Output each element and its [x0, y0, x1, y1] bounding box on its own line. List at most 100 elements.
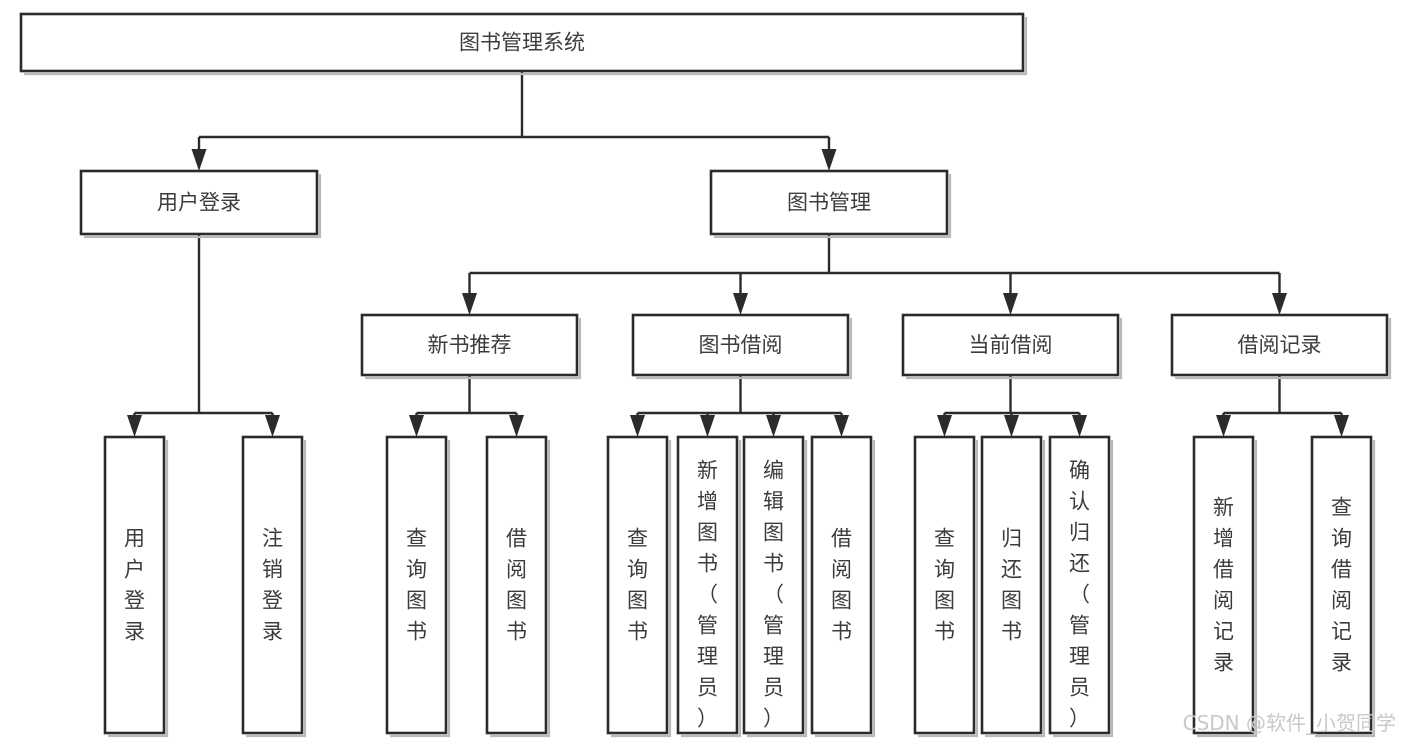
arrow-head-icon — [265, 415, 280, 437]
node-box[interactable] — [676, 435, 739, 735]
connector-layer — [127, 71, 1349, 437]
node-cb-return-book[interactable]: 归还图书 — [980, 435, 1046, 738]
arrow-head-icon — [1334, 415, 1349, 437]
node-nbr-borrow-book[interactable]: 借阅图书 — [485, 435, 551, 738]
node-label: 查询图书 — [406, 526, 427, 643]
node-root[interactable]: 图书管理系统 — [19, 12, 1028, 76]
arrow-head-icon — [700, 415, 715, 437]
node-label: 确认归还（管理员） — [1069, 458, 1090, 730]
arrow-head-icon — [191, 149, 207, 171]
node-user-logout[interactable]: 注销登录 — [241, 435, 307, 738]
node-box[interactable] — [360, 313, 579, 377]
node-label: 图书管理系统 — [459, 31, 585, 55]
connector-group-borrow-record — [1216, 375, 1349, 437]
node-shadow — [1197, 440, 1258, 738]
node-shadow — [815, 440, 876, 738]
node-box[interactable] — [1192, 435, 1255, 735]
node-cb-confirm-return[interactable]: 确认归还（管理员） — [1048, 435, 1114, 738]
node-shadow — [365, 318, 582, 380]
csdn-watermark: CSDN @软件_小贺同学 — [1183, 711, 1396, 735]
node-box[interactable] — [913, 435, 976, 735]
node-shadow — [390, 440, 451, 738]
node-label: 新书推荐 — [428, 333, 512, 357]
node-box[interactable] — [1310, 435, 1373, 735]
node-shadow — [490, 440, 551, 738]
arrow-head-icon — [821, 149, 837, 171]
node-label: 用户登录 — [157, 191, 241, 215]
arrow-head-icon — [409, 415, 424, 437]
node-box[interactable] — [79, 169, 319, 236]
node-shadow — [714, 174, 952, 239]
node-box[interactable] — [19, 12, 1025, 73]
node-box[interactable] — [742, 435, 805, 735]
arrow-head-icon — [1004, 415, 1019, 437]
node-bb-borrow-book[interactable]: 借阅图书 — [810, 435, 876, 738]
node-box[interactable] — [1048, 435, 1111, 735]
node-user-login-group[interactable]: 用户登录 — [79, 169, 322, 239]
node-label: 归还图书 — [1001, 526, 1022, 643]
node-label: 借阅图书 — [506, 526, 527, 643]
arrow-head-icon — [1216, 415, 1231, 437]
node-new-book-rec[interactable]: 新书推荐 — [360, 313, 582, 380]
node-box[interactable] — [385, 435, 448, 735]
node-bb-edit-book[interactable]: 编辑图书（管理员） — [742, 435, 808, 738]
connector-group-root — [191, 71, 837, 171]
arrow-head-icon — [733, 293, 748, 315]
node-label: 查询图书 — [627, 526, 648, 643]
node-label: 图书管理 — [787, 191, 871, 215]
node-cb-query-book[interactable]: 查询图书 — [913, 435, 979, 738]
node-box[interactable] — [606, 435, 669, 735]
connector-group-current-borrow — [937, 375, 1087, 437]
node-shadow — [906, 318, 1123, 380]
node-box[interactable] — [709, 169, 949, 236]
arrow-head-icon — [630, 415, 645, 437]
node-label: 查询借阅记录 — [1331, 495, 1352, 674]
node-label: 新增借阅记录 — [1213, 495, 1234, 674]
node-br-query-record[interactable]: 查询借阅记录 — [1310, 435, 1376, 738]
node-shadow — [1175, 318, 1392, 380]
node-label: 借阅图书 — [831, 526, 852, 643]
node-borrow-record[interactable]: 借阅记录 — [1170, 313, 1392, 380]
node-br-add-record[interactable]: 新增借阅记录 — [1192, 435, 1258, 738]
node-box[interactable] — [901, 313, 1120, 377]
node-shadow — [1053, 440, 1114, 738]
connector-group-user-login-group — [127, 234, 280, 437]
node-shadow — [1315, 440, 1376, 738]
node-user-login[interactable]: 用户登录 — [103, 435, 169, 738]
node-shadow — [918, 440, 979, 738]
node-box[interactable] — [810, 435, 873, 735]
node-box[interactable] — [631, 313, 850, 377]
arrow-head-icon — [1272, 293, 1287, 315]
arrow-head-icon — [1003, 293, 1018, 315]
node-shadow — [24, 17, 1028, 76]
node-nbr-query-book[interactable]: 查询图书 — [385, 435, 451, 738]
node-box[interactable] — [980, 435, 1043, 735]
arrow-head-icon — [937, 415, 952, 437]
node-label: 编辑图书（管理员） — [763, 458, 784, 730]
node-book-borrow[interactable]: 图书借阅 — [631, 313, 853, 380]
connector-group-book-borrow — [630, 375, 849, 437]
arrow-head-icon — [509, 415, 524, 437]
node-bb-query-book[interactable]: 查询图书 — [606, 435, 672, 738]
node-box[interactable] — [485, 435, 548, 735]
node-box[interactable] — [241, 435, 304, 735]
node-shadow — [681, 440, 742, 738]
node-shadow — [747, 440, 808, 738]
arrow-head-icon — [462, 293, 477, 315]
node-label: 图书借阅 — [699, 333, 783, 357]
node-label: 当前借阅 — [969, 333, 1053, 357]
connector-group-new-book-rec — [409, 375, 524, 437]
node-box[interactable] — [103, 435, 166, 735]
arrow-head-icon — [127, 415, 142, 437]
node-bb-add-book[interactable]: 新增图书（管理员） — [676, 435, 742, 738]
connector-group-book-manage-group — [462, 234, 1287, 315]
arrow-head-icon — [766, 415, 781, 437]
node-shadow — [985, 440, 1046, 738]
node-label: 注销登录 — [262, 526, 283, 643]
node-shadow — [108, 440, 169, 738]
node-box[interactable] — [1170, 313, 1389, 377]
node-current-borrow[interactable]: 当前借阅 — [901, 313, 1123, 380]
node-book-manage-group[interactable]: 图书管理 — [709, 169, 952, 239]
